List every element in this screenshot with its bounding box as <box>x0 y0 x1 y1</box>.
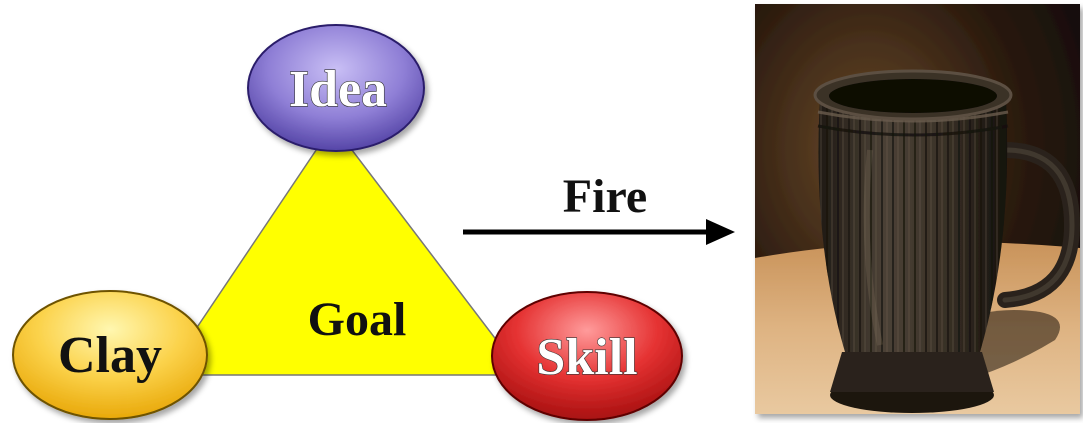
skill-node <box>491 291 683 421</box>
clay-node <box>12 290 208 420</box>
fire-arrow <box>463 219 735 245</box>
clay-mug-photo <box>755 4 1081 414</box>
clay-label: Clay <box>58 327 162 384</box>
fire-label: Fire <box>563 170 647 223</box>
goal-triangle <box>163 123 525 376</box>
idea-label: Idea <box>289 61 387 118</box>
skill-label: Skill <box>536 329 637 386</box>
goal-label: Goal <box>308 293 407 346</box>
idea-node <box>247 24 425 152</box>
